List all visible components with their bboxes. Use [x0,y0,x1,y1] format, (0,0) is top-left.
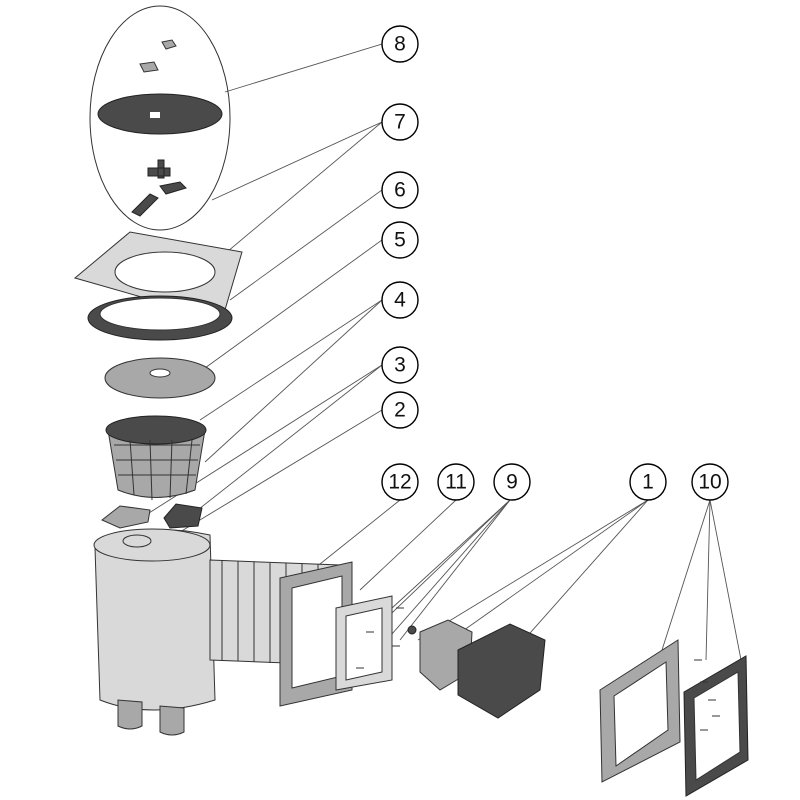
part-7-square-frame [73,231,243,321]
callout-4-label: 4 [394,289,406,312]
callout-6-circle [381,171,419,209]
cross-key [147,159,171,179]
callout-2-circle [381,391,419,429]
part-11-gasket [335,595,393,691]
callout-12-circle [381,463,419,501]
callout-11-label: 11 [445,471,467,494]
leader-lines [137,43,743,669]
part-1-weir [407,619,546,719]
callout-1-label: 1 [642,471,654,494]
part-5-disc [104,357,216,399]
callout-11-circle [437,463,475,501]
callout-8-label: 8 [394,33,406,56]
part-6-ring [87,295,233,341]
part-9-screws [356,607,404,669]
detail-ellipse [89,5,231,231]
part-8-detail-group [89,5,231,231]
callout-4: 4 [381,281,419,319]
callout-12-label: 12 [388,471,411,494]
part-12-faceplate [279,561,353,707]
callout-5-circle [381,221,419,259]
callout-10: 10 [691,463,729,501]
callout-9: 9 [493,463,531,501]
callout-2-label: 2 [394,399,406,422]
callout-9-circle [493,463,531,501]
part-10-frames [599,639,749,797]
callout-3: 3 [381,346,419,384]
callout-10-circle [691,463,729,501]
part-4-basket [105,415,207,501]
callout-7: 7 [381,103,419,141]
callout-1-circle [629,463,667,501]
callout-7-circle [381,103,419,141]
callout-9-label: 9 [506,471,518,494]
callout-2: 2 [381,391,419,429]
callout-8-circle [381,25,419,63]
callout-10-label: 10 [698,471,721,494]
callout-3-circle [381,346,419,384]
callout-4-circle [381,281,419,319]
callout-11: 11 [437,463,475,501]
callout-5-label: 5 [394,229,406,252]
callout-1: 1 [629,463,667,501]
latch-pieces [131,181,187,217]
callout-5: 5 [381,221,419,259]
cover-slot [150,112,160,118]
callout-6: 6 [381,171,419,209]
clip-pieces [139,39,177,73]
callout-7-label: 7 [394,111,406,134]
callout-3-label: 3 [394,354,406,377]
callout-12: 12 [381,463,419,501]
callout-8: 8 [381,25,419,63]
part-3-2-flaps [101,503,203,529]
callout-6-label: 6 [394,179,406,202]
